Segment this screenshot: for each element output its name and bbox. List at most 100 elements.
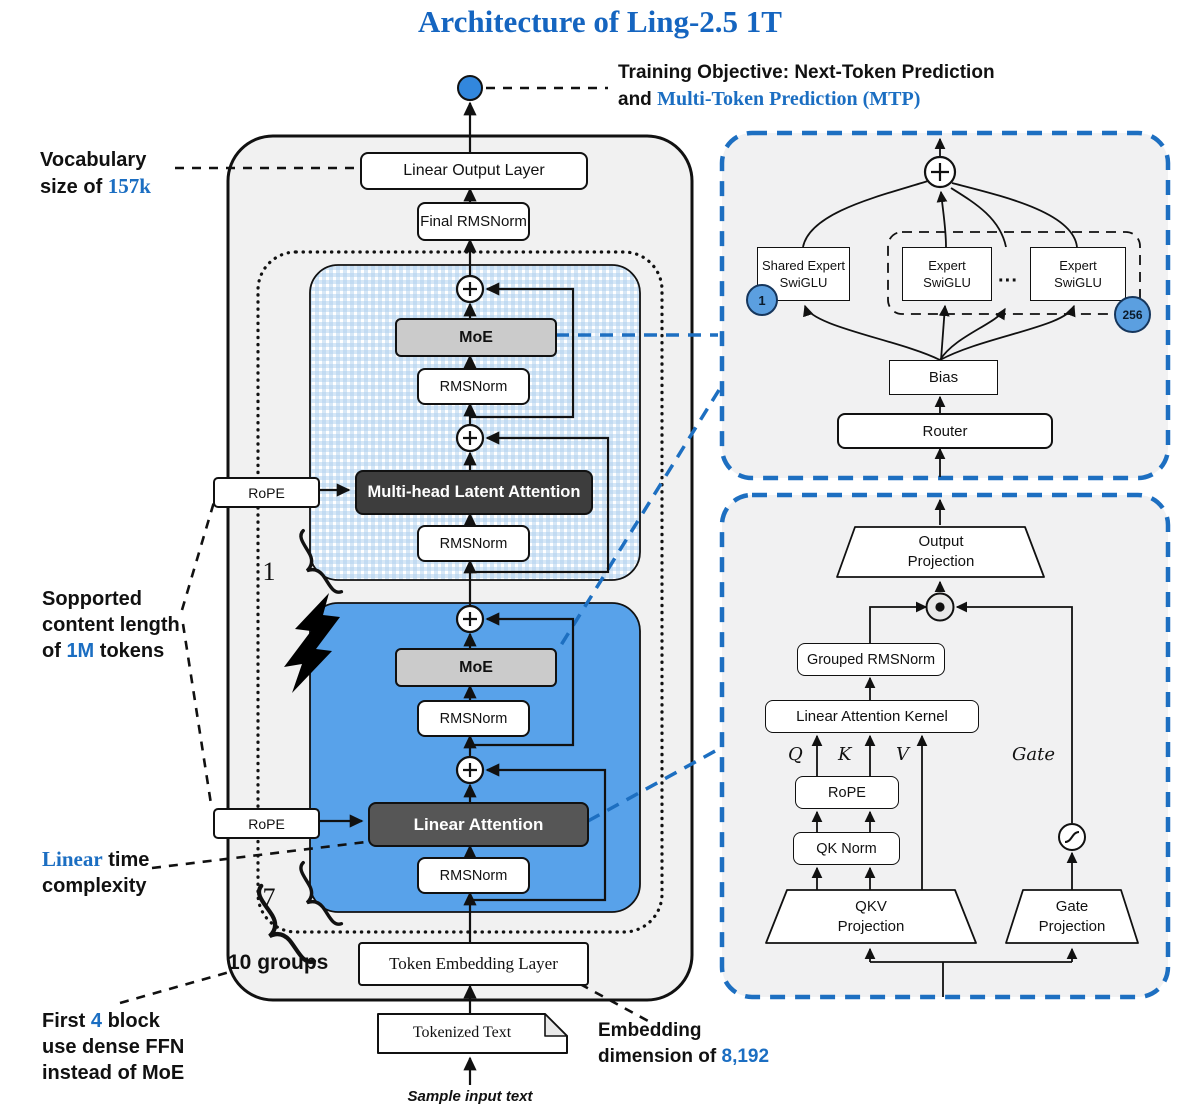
router-box: Router bbox=[837, 413, 1053, 449]
qkv-projection-label: QKV Projection bbox=[775, 895, 967, 939]
first-blocks-annotation: First 4 block use dense FFN instead of M… bbox=[42, 1008, 184, 1086]
training-objective: Training Objective: Next-Token Predictio… bbox=[618, 60, 995, 113]
block-count-seven: 7 bbox=[262, 883, 276, 912]
qk-norm-box: QK Norm bbox=[793, 832, 900, 865]
main-flow-arrows bbox=[316, 101, 610, 1085]
context-line2: content length bbox=[42, 614, 180, 636]
context-annotation: Sopported content length of 1M tokens bbox=[42, 586, 180, 664]
embedding-annotation: Embedding dimension of 8,192 bbox=[598, 1018, 769, 1070]
routed-experts-enclosure bbox=[887, 231, 1141, 315]
first-blocks-l1a: First bbox=[42, 1010, 91, 1032]
shared-expert-line1: Shared Expert bbox=[761, 258, 846, 273]
residual-mla bbox=[470, 431, 610, 574]
lightning-icon bbox=[284, 593, 340, 693]
linear-time-line2: complexity bbox=[42, 875, 147, 897]
gate-projection-line1: Gate bbox=[1055, 898, 1089, 915]
q-label: Q bbox=[788, 744, 803, 765]
shared-expert-box: Shared Expert SwiGLU bbox=[757, 247, 850, 301]
block-count-one: 1 bbox=[262, 557, 276, 586]
annotation-leaders bbox=[119, 86, 651, 1024]
embedding-line1: Embedding bbox=[598, 1020, 702, 1041]
projection-shapes bbox=[765, 526, 1139, 944]
linear-time-annotation: Linear time complexity bbox=[42, 846, 149, 899]
groups-label: 10 groups bbox=[228, 951, 329, 974]
experts-ellipsis: ··· bbox=[998, 269, 1018, 292]
expert-index-first: 1 bbox=[746, 284, 778, 316]
tokenized-text-label: Tokenized Text bbox=[412, 1024, 512, 1041]
linear-attention-connector bbox=[587, 748, 718, 823]
training-line1: Training Objective: Next-Token Predictio… bbox=[618, 62, 995, 83]
first-blocks-l3: instead of MoE bbox=[42, 1062, 185, 1084]
braces bbox=[256, 528, 344, 964]
shared-expert-line2: SwiGLU bbox=[779, 275, 828, 290]
embedding-line2a: dimension of bbox=[598, 1046, 722, 1067]
brace-seven-icon bbox=[299, 860, 344, 926]
rope-detail-box: RoPE bbox=[795, 776, 899, 809]
first-blocks-accent: 4 bbox=[90, 1010, 103, 1032]
tokenized-text-shape bbox=[377, 1013, 568, 1054]
vocab-line1: Vocabulary bbox=[40, 149, 147, 171]
bias-box: Bias bbox=[889, 360, 998, 395]
residual-moe-top bbox=[470, 282, 575, 419]
expert-line2: SwiGLU bbox=[923, 275, 971, 290]
gate-projection-line2: Projection bbox=[1038, 918, 1106, 935]
attn-panel-lines bbox=[811, 498, 1078, 997]
expert-index-last: 256 bbox=[1114, 296, 1151, 333]
vocab-line2: size of bbox=[40, 176, 108, 198]
brace-groups-icon bbox=[256, 883, 317, 964]
expert-line1: Expert bbox=[928, 258, 966, 273]
linear-output-layer-box: Linear Output Layer bbox=[360, 152, 588, 190]
residual-moe-bottom bbox=[470, 612, 575, 747]
grouped-rmsnorm-box: Grouped RMSNorm bbox=[797, 643, 945, 676]
layer-group-dotted-box bbox=[256, 250, 664, 934]
vocab-annotation: Vocabulary size of 157k bbox=[40, 147, 151, 200]
gate-projection-label: Gate Projection bbox=[1005, 895, 1139, 939]
rope-top-box: RoPE bbox=[213, 477, 320, 508]
first-blocks-l1b: block bbox=[102, 1010, 160, 1032]
attention-detail-panel bbox=[719, 492, 1171, 1000]
first-blocks-l2: use dense FFN bbox=[42, 1036, 185, 1058]
vocab-accent: 157k bbox=[107, 174, 151, 198]
expert-box: Expert SwiGLU bbox=[902, 247, 992, 301]
v-label: V bbox=[896, 744, 909, 765]
rmsnorm-box: RMSNorm bbox=[417, 700, 530, 737]
multi-head-latent-attention-box: Multi-head Latent Attention bbox=[355, 470, 593, 515]
rmsnorm-box: RMSNorm bbox=[417, 368, 530, 405]
zoom-connectors bbox=[556, 333, 721, 823]
moe-bottom-connector bbox=[556, 389, 721, 651]
brace-one-icon bbox=[299, 528, 344, 594]
token-embedding-layer-box: Token Embedding Layer bbox=[358, 942, 589, 986]
context-accent: 1M bbox=[66, 640, 95, 662]
sample-input-label: Sample input text bbox=[407, 1087, 533, 1105]
output-node-icon bbox=[457, 75, 483, 101]
linear-attention-kernel-box: Linear Attention Kernel bbox=[765, 700, 979, 733]
qkv-projection-line2: Projection bbox=[837, 918, 905, 935]
qkv-projection-line1: QKV bbox=[855, 898, 887, 915]
expert-line1: Expert bbox=[1059, 258, 1097, 273]
expert-box: Expert SwiGLU bbox=[1030, 247, 1126, 301]
moe-bottom-box: MoE bbox=[395, 648, 557, 687]
rope-bottom-box: RoPE bbox=[213, 808, 320, 839]
rmsnorm-box: RMSNorm bbox=[417, 857, 530, 894]
linear-time-accent: Linear bbox=[42, 847, 103, 871]
context-line1: Sopported bbox=[42, 588, 142, 610]
k-label: K bbox=[838, 744, 852, 765]
gate-projection-shape bbox=[1005, 889, 1139, 944]
linear-attention-box: Linear Attention bbox=[368, 802, 589, 847]
embedding-accent: 8,192 bbox=[721, 1046, 770, 1067]
output-projection-line1: Output bbox=[918, 533, 964, 550]
moe-top-box: MoE bbox=[395, 318, 557, 357]
context-line3a: of bbox=[42, 640, 67, 662]
gate-label: Gate bbox=[1012, 744, 1055, 765]
moe-panel-lines bbox=[802, 137, 1141, 477]
rmsnorm-box: RMSNorm bbox=[417, 525, 530, 562]
final-rmsnorm-box: Final RMSNorm bbox=[417, 202, 530, 241]
output-projection-line2: Projection bbox=[907, 553, 975, 570]
page-title: Architecture of Ling-2.5 1T bbox=[418, 4, 782, 39]
qkv-projection-shape bbox=[765, 889, 977, 944]
linear-time-line1b: time bbox=[102, 849, 150, 871]
context-line3b: tokens bbox=[94, 640, 165, 662]
training-accent: Multi-Token Prediction (MTP) bbox=[657, 88, 921, 110]
training-and: and bbox=[618, 89, 658, 110]
